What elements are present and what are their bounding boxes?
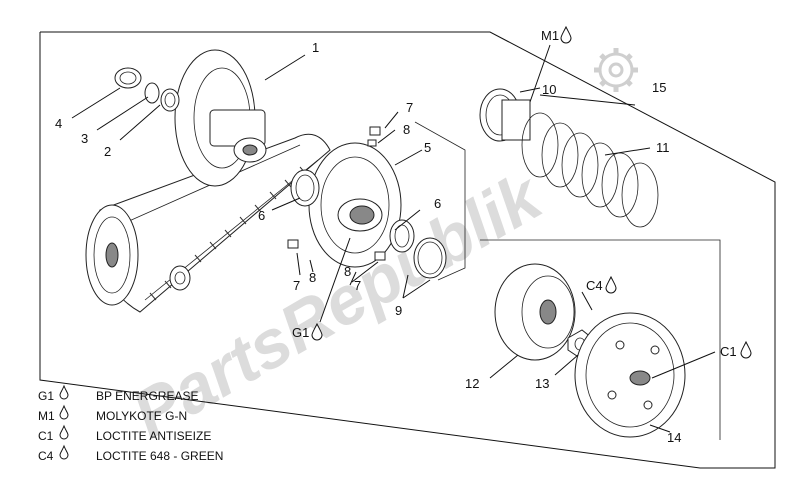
seal-rings	[290, 169, 415, 253]
clutch-box	[480, 239, 721, 440]
spring-cup	[479, 88, 531, 142]
frame-outline	[39, 31, 776, 469]
o-rings	[413, 237, 447, 279]
guide-pins	[287, 126, 386, 261]
callout-8b: 8	[309, 270, 316, 285]
callout-8c: 8	[344, 264, 351, 279]
lubricant-m1: M1	[541, 28, 559, 43]
callout-15: 15	[652, 80, 666, 95]
legend-desc-g1: BP ENERGREASE	[96, 389, 198, 403]
callout-4: 4	[55, 116, 62, 131]
legend-desc-m1: MOLYKOTE G-N	[96, 409, 187, 423]
lubricant-c1: C1	[720, 344, 737, 359]
callout-3: 3	[81, 131, 88, 146]
callout-2: 2	[104, 144, 111, 159]
callout-11: 11	[656, 140, 670, 155]
callout-10: 10	[542, 82, 556, 97]
gear-icon	[594, 48, 638, 92]
bearing-parts	[114, 67, 180, 112]
drop-icon	[59, 444, 69, 460]
callout-7a: 7	[406, 100, 413, 115]
legend-code-c1: C1	[38, 429, 54, 443]
callout-1: 1	[312, 40, 319, 55]
leader-lines	[71, 44, 716, 433]
contrast-spring	[521, 112, 659, 228]
movable-half-pulley	[308, 142, 402, 268]
drop-icons	[311, 25, 752, 359]
callout-13: 13	[535, 376, 549, 391]
legend-desc-c4: LOCTITE 648 - GREEN	[96, 449, 223, 463]
drop-icon	[605, 275, 617, 294]
callout-5: 5	[424, 140, 431, 155]
callout-9: 9	[395, 303, 402, 318]
callout-6a: 6	[258, 208, 265, 223]
callout-7b: 7	[293, 278, 300, 293]
legend-code-m1: M1	[38, 409, 55, 423]
legend-code-g1: G1	[38, 389, 54, 403]
drop-icon	[311, 322, 323, 341]
drop-icon	[740, 340, 752, 359]
drop-icon	[59, 404, 69, 420]
subassembly-box	[414, 121, 466, 281]
drive-pulley	[85, 204, 191, 306]
drop-icon	[59, 384, 69, 400]
lubricant-legend: G1 BP ENERGREASE M1 MOLYKOTE G-N C1 LOCT…	[38, 384, 223, 463]
drop-icon	[560, 25, 572, 44]
lubricant-c4: C4	[586, 278, 603, 293]
drop-icon	[59, 424, 69, 440]
fixed-half-pulley	[174, 49, 267, 187]
legend-desc-c1: LOCTITE ANTISEIZE	[96, 429, 211, 443]
callout-6b: 6	[434, 196, 441, 211]
callout-7c: 7	[354, 278, 361, 293]
callouts: 1 2 3 4 5 6 6 7 7 7 8 8 8 9 10 11 12 13 …	[55, 28, 737, 445]
callout-14: 14	[667, 430, 681, 445]
clutch-bell	[574, 312, 686, 438]
callout-12: 12	[465, 376, 479, 391]
callout-8a: 8	[403, 122, 410, 137]
lubricant-g1: G1	[292, 325, 309, 340]
legend-code-c4: C4	[38, 449, 54, 463]
clutch-assembly	[494, 263, 576, 361]
